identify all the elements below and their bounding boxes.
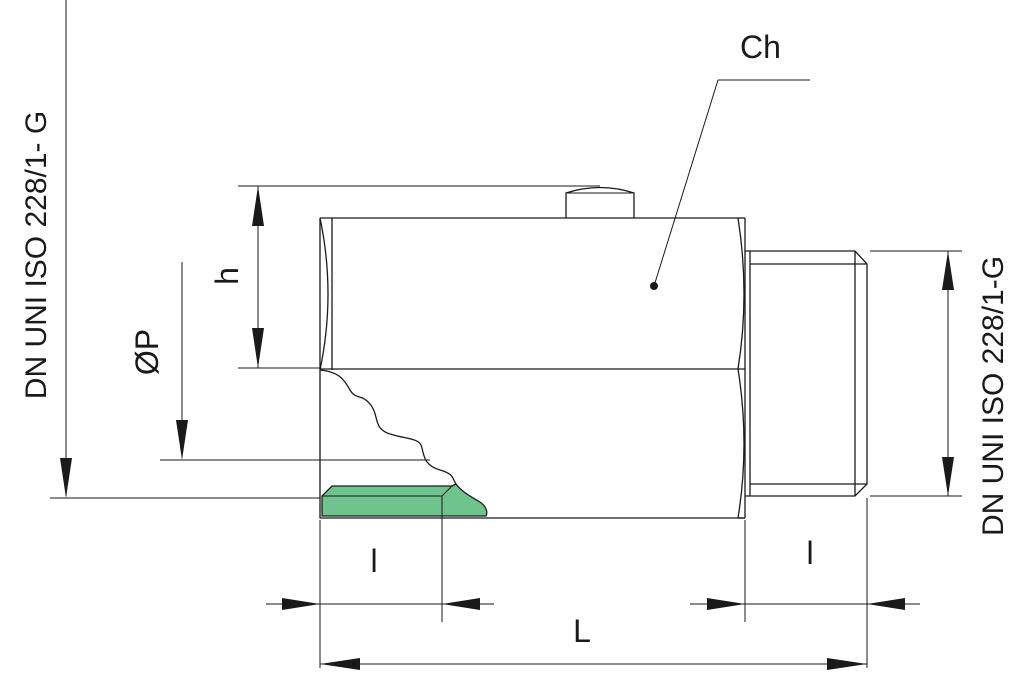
- hex-wrench-leader: [650, 79, 810, 290]
- height-label: h: [209, 267, 245, 285]
- thread-length-right-dimension: [690, 498, 920, 668]
- thread-length-label-right: l: [806, 535, 813, 571]
- pilot-diameter-label: ØP: [129, 329, 165, 375]
- thread-label-left: DN UNI ISO 228/1- G: [20, 111, 53, 399]
- seal-fill: [321, 483, 488, 517]
- thread-length-label-left: l: [370, 543, 377, 579]
- male-thread-end: [745, 250, 868, 497]
- thread-label-right: DN UNI ISO 228/1-G: [977, 256, 1010, 536]
- top-plug: [565, 186, 635, 218]
- left-thread-dimension: [50, 0, 320, 499]
- overall-length-label: L: [573, 613, 591, 649]
- overall-length-dimension: [320, 658, 867, 670]
- seal-ring: [321, 483, 488, 517]
- thread-length-left-dimension: [266, 498, 494, 668]
- height-dimension: [238, 185, 600, 369]
- hex-wrench-label: Ch: [740, 29, 781, 65]
- pilot-diameter-dimension: [160, 262, 430, 461]
- right-thread-dimension: [870, 250, 962, 497]
- hex-body: [319, 217, 746, 519]
- section-break: [319, 369, 457, 485]
